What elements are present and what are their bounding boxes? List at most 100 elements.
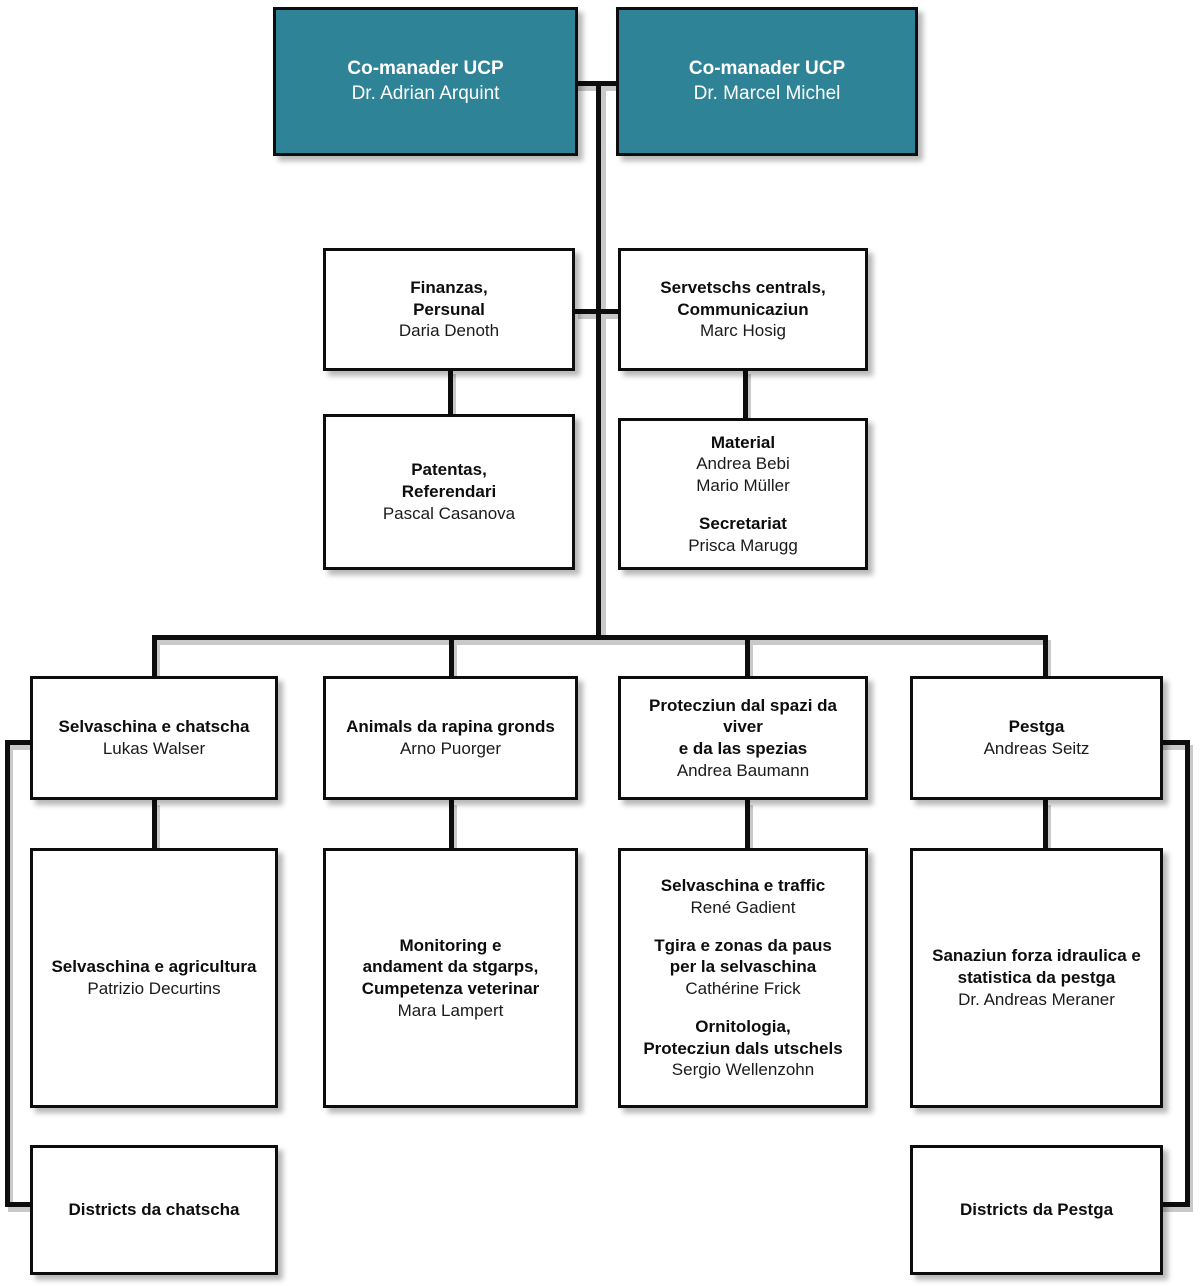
node-person-2: Mario Müller [696,476,790,496]
connector-col3-row4-to-row5 [745,800,750,850]
connector-shadow [452,805,457,850]
node-title-line1: Servetschs centrals, [660,277,826,297]
node-title: Districts da chatscha [68,1200,240,1220]
node-protecziun-subteams[interactable]: Selvaschina e traffic René Gadient Tgira… [618,848,868,1108]
node-title: Secretariat [699,513,787,533]
node-person: Marc Hosig [700,321,786,341]
connector-finanzas-to-patentas [448,369,453,416]
connector-distributor-bar [152,635,1048,640]
node-title-line2: Referendari [401,482,497,502]
connector-elbow-right-vertical [1185,740,1190,1207]
node-title-line1: Protecziun dal spazi da viver [649,695,837,737]
node-person-1: Andrea Bebi [696,454,790,474]
node-title-line1: Patentas, [411,460,487,480]
node-person: Mara Lampert [397,1000,504,1020]
connector-shadow [746,374,751,421]
node-title-line1: Monitoring e [399,935,502,955]
node-finanzas-persunal[interactable]: Finanzas, Persunal Daria Denoth [323,248,575,371]
node-title-line1: Finanzas, [410,277,488,297]
node-title-line1: Sanaziun forza idraulica e [932,946,1141,966]
connector-col4-row4-to-row5 [1043,800,1048,850]
node-pestga[interactable]: Pestga Andreas Seitz [910,676,1163,800]
connector-shadow [451,374,456,416]
node-person: Daria Denoth [398,321,500,341]
node-person: Lukas Walser [102,739,206,758]
connector-spine-to-row2 [575,309,622,314]
node-title-line2: per la selvaschina [669,957,817,977]
node-servetschs-centrals[interactable]: Servetschs centrals, Communicaziun Marc … [618,248,868,371]
node-title: Selvaschina e traffic [660,876,826,895]
node-person: Patrizio Decurtins [87,979,221,998]
node-title-line2: Communicaziun [677,299,809,319]
material-group: Material Andrea Bebi Mario Müller [696,432,790,497]
connector-shadow [1046,640,1051,676]
node-title: Material [710,432,776,452]
connector-shadow [8,745,13,1207]
node-comanager-left[interactable]: Co-manader UCP Dr. Adrian Arquint [273,7,578,156]
connector-elbow-left-top [5,740,33,745]
tgira-zonas-group: Tgira e zonas da paus per la selvaschina… [654,935,832,1000]
node-person: Andreas Seitz [983,739,1090,758]
connector-drop-col4 [1043,635,1048,676]
connector-shadow [748,640,753,676]
node-person: Prisca Marugg [688,535,798,555]
node-person: Dr. Adrian Arquint [351,82,500,104]
node-selvaschina-e-chatscha[interactable]: Selvaschina e chatscha Lukas Walser [30,676,278,800]
node-patentas-referendari[interactable]: Patentas, Referendari Pascal Casanova [323,414,575,570]
node-title: Selvaschina e chatscha [58,717,250,737]
connector-shadow [452,640,457,676]
connector-drop-col2 [449,635,454,676]
connector-shadow [155,805,160,850]
connector-shadow [8,745,33,750]
node-title: Co-manader UCP [347,58,504,80]
node-title: Pestga [1008,717,1065,737]
selvaschina-traffic-group: Selvaschina e traffic René Gadient [661,875,825,919]
node-title-line2: e da las spezias [678,739,808,758]
connector-shadow [155,640,160,676]
connector-col2-row4-to-row5 [449,800,454,850]
node-person: Arno Puorger [399,739,502,758]
node-person: Pascal Casanova [382,503,516,523]
node-districts-da-chatscha[interactable]: Districts da chatscha [30,1145,278,1275]
node-title-line1: Tgira e zonas da paus [654,935,832,955]
node-protecziun-dal-spazi[interactable]: Protecziun dal spazi da viver e da las s… [618,676,868,800]
node-person: Cathérine Frick [685,979,801,998]
connector-shadow [1046,805,1051,850]
connector-col1-row4-to-row5 [152,800,157,850]
connector-shadow [8,1207,33,1212]
connector-shadow [601,84,606,640]
node-sanaziun-forza-idraulica[interactable]: Sanaziun forza idraulica e statistica da… [910,848,1163,1108]
node-title-line2: statistica da pestga [957,968,1116,988]
node-title-line2: Persunal [413,299,485,319]
node-animals-da-rapina-gronds[interactable]: Animals da rapina gronds Arno Puorger [323,676,578,800]
node-person: Dr. Marcel Michel [693,82,841,104]
node-title-line2: Protecziun dals utschels [643,1038,843,1058]
node-title: Animals da rapina gronds [346,717,555,737]
node-monitoring-cumpetenza[interactable]: Monitoring e andament da stgarps, Cumpet… [323,848,578,1108]
node-districts-da-pestga[interactable]: Districts da Pestga [910,1145,1163,1275]
node-title-line2: andament da stgarps, [362,957,539,977]
node-title: Co-manader UCP [688,58,846,80]
node-title: Districts da Pestga [959,1200,1114,1220]
connector-central-spine [596,81,601,640]
node-person: Andrea Baumann [676,760,810,780]
node-person: René Gadient [690,897,796,917]
node-material-secretariat[interactable]: Material Andrea Bebi Mario Müller Secret… [618,418,868,570]
connector-drop-col1 [152,635,157,676]
connector-drop-col3 [745,635,750,676]
node-comanager-right[interactable]: Co-manader UCP Dr. Marcel Michel [616,7,918,156]
node-title: Selvaschina e agricultura [51,957,257,977]
ornitologia-group: Ornitologia, Protecziun dals utschels Se… [643,1016,842,1081]
node-person: Dr. Andreas Meraner [958,989,1115,1009]
connector-elbow-right-top [1160,740,1190,745]
node-person: Sergio Wellenzohn [671,1060,815,1080]
connector-shadow [1163,745,1190,750]
connector-servetschs-to-material [743,369,748,421]
connector-elbow-right-bottom [1160,1202,1190,1207]
connector-shadow [748,805,753,850]
connector-elbow-left-vertical [5,740,10,1207]
node-selvaschina-e-agricultura[interactable]: Selvaschina e agricultura Patrizio Decur… [30,848,278,1108]
node-title-line1: Ornitologia, [695,1016,791,1036]
connector-elbow-left-bottom [5,1202,33,1207]
